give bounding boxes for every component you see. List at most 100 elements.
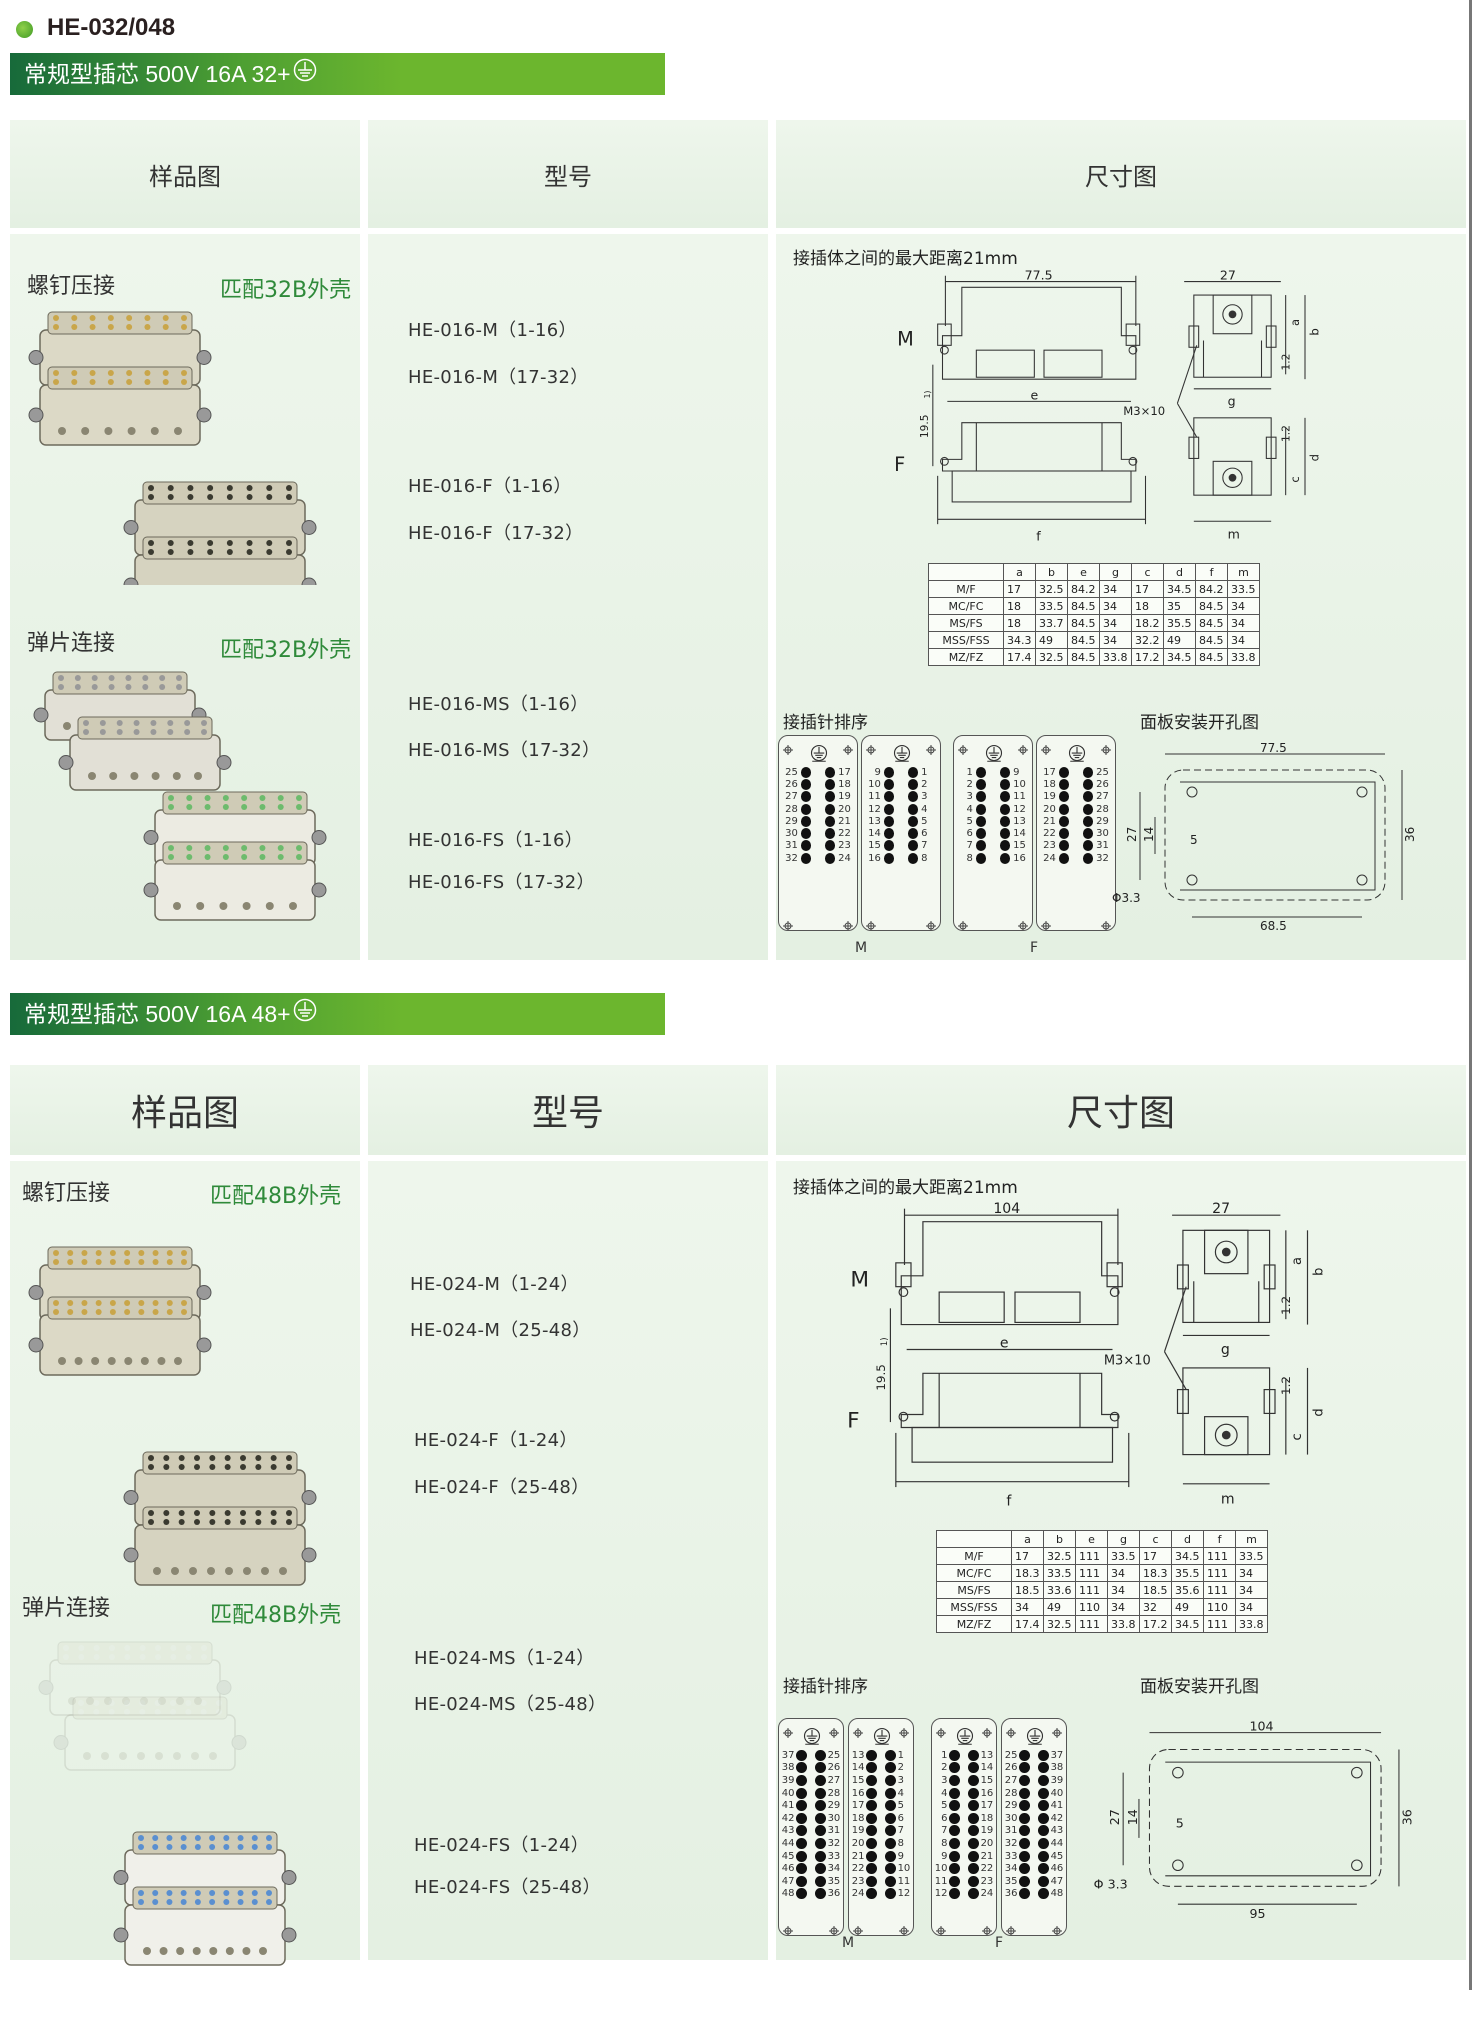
mounting-hole-icon [1006, 1921, 1016, 1935]
pin-number: 30 [1096, 828, 1109, 840]
table-cell: 33.5 [1107, 1547, 1140, 1565]
matching-housing-label: 匹配48B外壳 [210, 1603, 342, 1628]
pin-number: 19 [851, 1825, 865, 1837]
table-header-cell [928, 563, 1004, 581]
mounting-hole-icon [866, 916, 876, 930]
model-number: HE-016-FS（1-16） [408, 830, 584, 851]
pin-number: 23 [980, 1875, 994, 1887]
pin-dot-icon [907, 766, 919, 778]
svg-text:a: a [1290, 1257, 1305, 1265]
svg-text:F: F [894, 453, 905, 476]
earth-ground-icon [293, 993, 317, 1035]
pin-number: 28 [1004, 1787, 1018, 1799]
pin-number: 31 [1096, 840, 1109, 852]
table-cell: 49 [1035, 631, 1068, 649]
pin-number: 17 [980, 1800, 994, 1812]
pin-number: 11 [934, 1875, 948, 1887]
pin-dot-icon [814, 1787, 826, 1799]
pin-dot-icon [883, 791, 895, 803]
table-cell: 84.5 [1195, 597, 1228, 615]
pin-dot-icon [883, 803, 895, 815]
table-cell: 17 [1003, 580, 1036, 598]
table-cell: 34 [1107, 1598, 1140, 1616]
mounting-hole-icon [853, 1921, 863, 1935]
earth-ground-icon [956, 1727, 974, 1749]
mounting-hole-icon [843, 740, 853, 755]
pin-dot-icon [1058, 840, 1070, 852]
pin-number: 20 [980, 1837, 994, 1849]
pin-dot-icon [949, 1888, 961, 1900]
pin-number: 11 [868, 791, 881, 803]
table-cell: 111 [1075, 1547, 1108, 1565]
pin-dot-icon [814, 1800, 826, 1812]
table-row-header: MC/FC [936, 1564, 1012, 1582]
table-header-cell: a [1011, 1530, 1044, 1548]
table-cell: 18 [1003, 614, 1036, 632]
mounting-hole-icon [899, 1723, 909, 1738]
svg-text:19.5: 19.5 [874, 1364, 888, 1391]
pin-dot-icon [949, 1800, 961, 1812]
pin-dot-icon [975, 778, 987, 790]
table-cell: 18 [1131, 597, 1164, 615]
pin-number: 19 [980, 1825, 994, 1837]
pin-number: 20 [1043, 803, 1056, 815]
pin-dot-icon [824, 778, 836, 790]
pin-dot-icon [999, 852, 1011, 864]
table-cell: 34.5 [1171, 1615, 1204, 1633]
pin-dot-icon [1019, 1875, 1031, 1887]
max-distance-note: 接插体之间的最大距离21mm [793, 249, 1018, 269]
mounting-hole-icon [899, 1921, 909, 1935]
pin-dot-icon [975, 852, 987, 864]
pin-dot-icon [796, 1800, 808, 1812]
pin-number: 21 [980, 1850, 994, 1862]
svg-text:27: 27 [1107, 1809, 1122, 1825]
svg-text:g: g [1228, 393, 1236, 408]
table-cell: 111 [1203, 1615, 1236, 1633]
pin-dot-icon [796, 1837, 808, 1849]
svg-text:F: F [847, 1409, 859, 1434]
matching-housing-label: 匹配32B外壳 [220, 278, 352, 303]
pin-number: 32 [1004, 1837, 1018, 1849]
product-photo [28, 311, 317, 585]
pin-number: 1 [921, 766, 928, 778]
pin-number: 20 [851, 1837, 865, 1849]
product-photo [33, 671, 327, 921]
earth-ground-icon [1026, 1727, 1044, 1749]
pin-dot-icon [1058, 815, 1070, 827]
table-cell: 17 [1011, 1547, 1044, 1565]
pin-dot-icon [884, 1774, 896, 1786]
column-body-model [368, 1161, 768, 1960]
series-title: HE-032/048 [47, 14, 176, 41]
pin-dot-icon [1019, 1800, 1031, 1812]
pin-dot-icon [814, 1825, 826, 1837]
pin-dot-icon [1082, 778, 1094, 790]
svg-text:1): 1) [880, 1337, 890, 1346]
pin-number: 3 [897, 1774, 904, 1786]
table-cell: 35.6 [1171, 1581, 1204, 1599]
pin-dot-icon [1058, 791, 1070, 803]
model-number: HE-024-FS（25-48） [414, 1877, 601, 1898]
pin-dot-icon [967, 1863, 979, 1875]
female-label: F [995, 1935, 1004, 1951]
table-cell: 33.6 [1043, 1581, 1076, 1599]
male-label: M [842, 1935, 855, 1951]
max-distance-note: 接插体之间的最大距离21mm [793, 1178, 1018, 1198]
mounting-hole-icon [783, 1921, 793, 1935]
pin-number: 2 [966, 778, 973, 790]
pin-number: 5 [897, 1800, 904, 1812]
table-cell: 34 [1011, 1598, 1044, 1616]
